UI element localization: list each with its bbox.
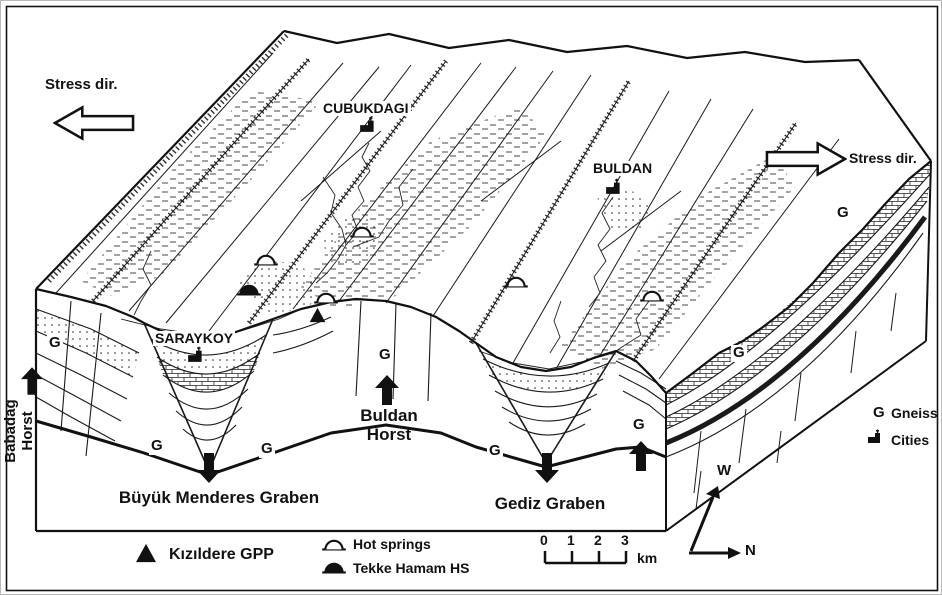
gneiss-mark: G <box>149 437 165 455</box>
legend-tekke-hamam-icon <box>321 562 347 574</box>
city-icon-cubukdagi <box>359 115 375 133</box>
legend-hot-spring-icon <box>321 539 347 551</box>
babadag-horst-line1: Babadag <box>2 399 19 463</box>
legend-tekke-hamam-label: Tekke Hamam HS <box>353 560 470 576</box>
front-face-strata <box>35 300 667 457</box>
gneiss-mark: G <box>835 204 851 222</box>
compass-west-arrowhead <box>706 486 720 499</box>
fault-lines <box>55 52 840 380</box>
figure-frame <box>5 5 939 592</box>
kizildere-gpp-icon <box>309 307 326 323</box>
babadag-horst-label: Babadag Horst <box>2 371 43 491</box>
basement-line <box>35 419 667 477</box>
buldan-horst-label: Buldan Horst <box>347 406 431 444</box>
compass-north-label: N <box>745 542 756 559</box>
scale-tick-0: 0 <box>540 532 548 548</box>
scale-tick-1: 1 <box>567 532 575 548</box>
scale-tick-3: 3 <box>621 532 629 548</box>
babadag-horst-line2: Horst <box>18 411 36 451</box>
city-label-saraykoy: SARAYKOY <box>153 330 236 347</box>
side-face-strata <box>665 161 932 510</box>
block-outline <box>34 29 932 533</box>
city-label-cubukdagi: CUBUKDAGI <box>321 100 411 117</box>
gneiss-mark: G <box>631 416 647 434</box>
gneiss-mark: G <box>259 440 275 458</box>
stress-arrow-left <box>53 106 135 140</box>
legend-hot-springs-label: Hot springs <box>353 536 431 552</box>
buldan-horst-line2: Horst <box>366 424 412 444</box>
buldan-horst-line1: Buldan <box>360 406 418 425</box>
gneiss-mark: G <box>47 334 63 352</box>
hot-spring-icon <box>253 254 279 266</box>
legend-gneiss-label: Gneiss <box>891 405 938 421</box>
scale-unit-label: km <box>637 550 658 566</box>
scale-tick-2: 2 <box>594 532 602 548</box>
legend-cities-label: Cities <box>891 432 930 448</box>
menderes-graben-label: Büyük Menderes Graben <box>118 488 320 507</box>
uplift-arrow-buldan-horst <box>375 375 399 405</box>
uplift-arrow-east <box>629 441 653 471</box>
stress-direction-right-label: Stress dir. <box>849 150 917 166</box>
compass-north-arrowhead <box>728 547 741 559</box>
legend-kizildere-icon <box>136 543 156 563</box>
subsidence-arrow-gediz <box>535 453 559 483</box>
compass <box>689 486 741 559</box>
legend-gneiss-symbol: G <box>873 404 885 421</box>
gneiss-mark: G <box>377 346 393 364</box>
subsidence-arrow-menderes <box>197 453 221 483</box>
stress-direction-left-label: Stress dir. <box>45 76 118 93</box>
compass-west-label: W <box>717 462 732 479</box>
menderes-graben-section <box>143 318 274 472</box>
legend-city-icon <box>867 428 881 444</box>
city-label-buldan: BULDAN <box>591 160 655 177</box>
gneiss-mark: G <box>487 442 503 460</box>
gediz-graben-label: Gediz Graben <box>494 494 606 513</box>
gneiss-mark: G <box>731 344 747 362</box>
gediz-graben-section <box>475 342 617 464</box>
legend-kizildere-label: Kızıldere GPP <box>169 546 274 563</box>
scale-bar <box>543 551 628 565</box>
